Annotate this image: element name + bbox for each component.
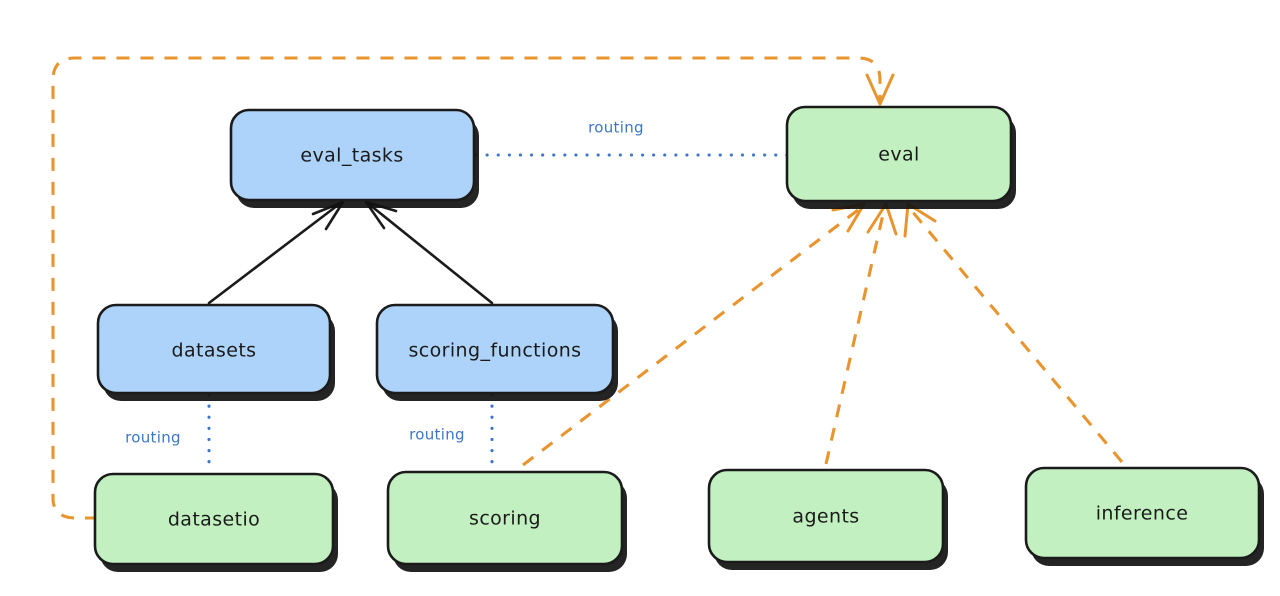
edge-path-scorefn-evaltasks [368,203,494,305]
edge-path-datasets-evaltasks [207,203,340,305]
node-rect-inference [1024,466,1261,560]
arrowhead-datasetio-eval [865,73,895,106]
node-inference[interactable]: inference [1024,466,1264,566]
node-agents[interactable]: agents [707,468,948,570]
node-label-scoring-functions: scoring_functions [409,340,582,362]
node-label-inference: inference [1096,503,1189,525]
edge-path-datasetio-eval [51,56,882,520]
edge-inference-to-eval [903,202,1124,463]
node-rect-datasets [96,303,332,395]
node-label-eval: eval [878,144,919,166]
edge-label-routing-datasets-datasetio: routing [125,429,181,447]
edge-path-inference-eval [909,209,1124,463]
node-scoring[interactable]: scoring [386,470,627,572]
node-label-datasets: datasets [172,340,257,362]
node-datasets[interactable]: datasets [96,303,335,401]
node-scoring-functions[interactable]: scoring_functions [375,303,618,401]
node-label-eval-tasks: eval_tasks [300,145,403,167]
node-eval-tasks[interactable]: eval_tasks [229,108,479,208]
nodes-layer: eval_tasks eval datasets scoring_functio… [93,105,1264,572]
edge-datasetio-to-eval [51,56,895,520]
node-rect-agents [707,468,945,564]
node-datasetio[interactable]: datasetio [93,472,338,572]
node-rect-eval-tasks [229,108,476,202]
node-eval[interactable]: eval [785,105,1016,209]
edge-label-routing-scorefn-scoring: routing [409,426,465,444]
node-rect-scoring-functions [375,303,615,395]
edge-label-routing-evaltasks-eval: routing [588,119,644,137]
node-label-agents: agents [792,506,859,528]
node-rect-eval [785,105,1013,203]
edge-datasets-to-evaltasks [207,200,345,305]
node-rect-datasetio [93,472,335,566]
edge-agents-to-eval [824,202,898,465]
edge-scorefn-to-evaltasks [364,200,494,305]
node-rect-scoring [386,470,624,566]
node-label-datasetio: datasetio [168,509,260,531]
edge-labels-layer: routing routing routing [125,119,644,447]
edge-path-agents-eval [824,209,886,465]
node-label-scoring: scoring [469,508,541,530]
